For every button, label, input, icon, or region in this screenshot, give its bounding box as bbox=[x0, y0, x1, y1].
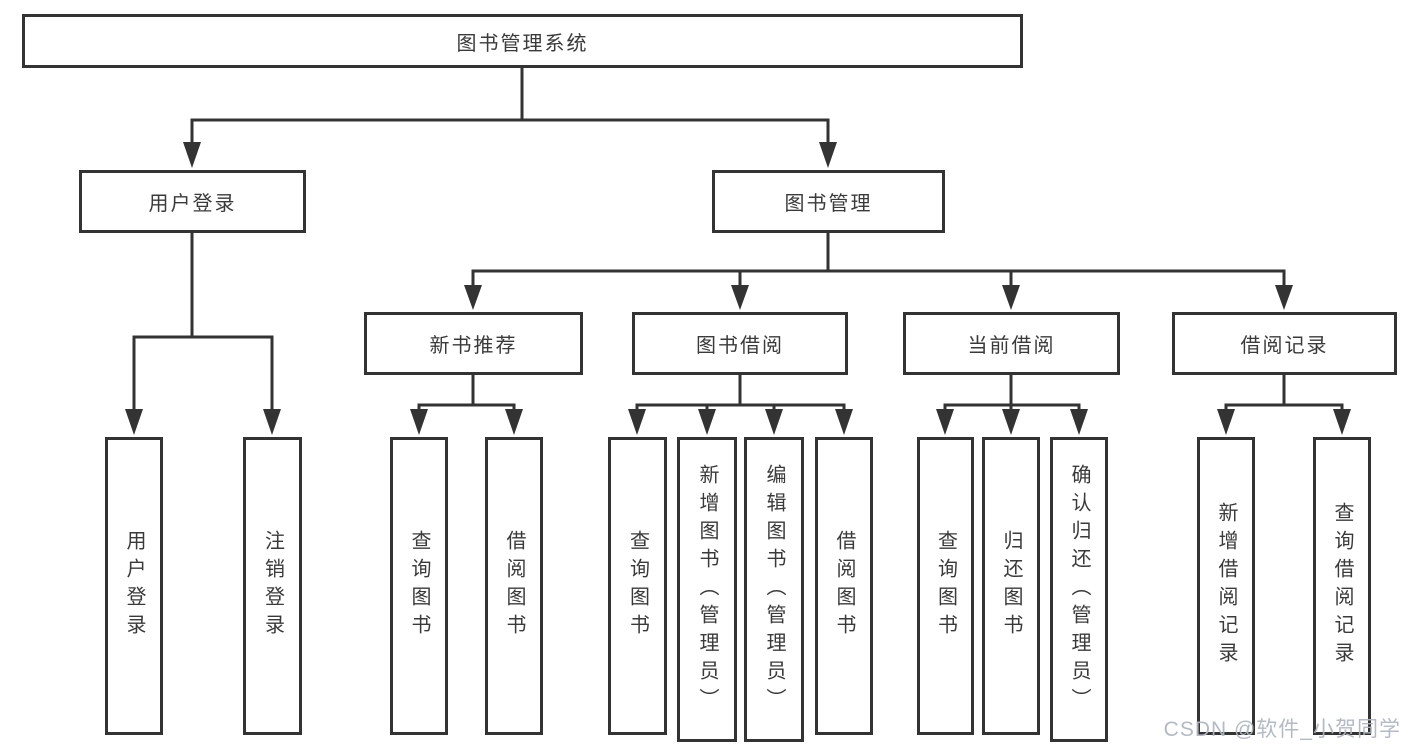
leaf-query-borrow-record-label: 查询借阅记录 bbox=[1331, 502, 1353, 670]
arrowheads bbox=[125, 142, 1351, 435]
leaf-borrow-book-1-label: 借阅图书 bbox=[503, 530, 525, 642]
leaf-user-login: 用户登录 bbox=[105, 437, 163, 735]
node-borrow-record: 借阅记录 bbox=[1172, 312, 1397, 375]
leaf-add-borrow-record-label: 新增借阅记录 bbox=[1215, 502, 1237, 670]
leaf-query-book-3: 查询图书 bbox=[917, 437, 974, 735]
leaf-query-book-2: 查询图书 bbox=[608, 437, 667, 735]
node-root: 图书管理系统 bbox=[22, 14, 1023, 68]
leaf-logout: 注销登录 bbox=[243, 437, 302, 735]
leaf-query-book-2-label: 查询图书 bbox=[626, 530, 649, 642]
leaf-return-book: 归还图书 bbox=[982, 437, 1040, 735]
node-current-borrow: 当前借阅 bbox=[903, 312, 1120, 375]
node-new-book-rec-label: 新书推荐 bbox=[429, 335, 518, 357]
node-book-mgmt: 图书管理 bbox=[712, 170, 945, 233]
node-user-login-label: 用户登录 bbox=[148, 193, 237, 215]
node-book-mgmt-label: 图书管理 bbox=[784, 193, 873, 215]
leaf-user-login-label: 用户登录 bbox=[123, 530, 145, 642]
node-current-borrow-label: 当前借阅 bbox=[967, 335, 1056, 357]
leaf-edit-book: 编辑图书（管理员） bbox=[744, 437, 804, 742]
leaf-return-book-label: 归还图书 bbox=[1000, 530, 1022, 642]
node-user-login: 用户登录 bbox=[79, 170, 306, 233]
leaf-add-book: 新增图书（管理员） bbox=[677, 437, 737, 742]
leaf-confirm-return: 确认归还（管理员） bbox=[1050, 437, 1108, 742]
leaf-borrow-book-2-label: 借阅图书 bbox=[833, 530, 855, 642]
leaf-borrow-book-1: 借阅图书 bbox=[485, 437, 543, 735]
leaf-query-borrow-record: 查询借阅记录 bbox=[1313, 437, 1371, 735]
leaf-query-book-1: 查询图书 bbox=[390, 437, 448, 735]
node-borrow-record-label: 借阅记录 bbox=[1240, 335, 1329, 357]
leaf-confirm-return-label: 确认归还（管理员） bbox=[1068, 463, 1090, 716]
node-new-book-rec: 新书推荐 bbox=[364, 312, 583, 375]
csdn-watermark: CSDN @软件_小贺同学 bbox=[1163, 718, 1401, 741]
leaf-add-book-label: 新增图书（管理员） bbox=[696, 463, 718, 716]
leaf-logout-label: 注销登录 bbox=[261, 530, 284, 642]
leaf-query-book-1-label: 查询图书 bbox=[408, 530, 430, 642]
node-book-borrow-label: 图书借阅 bbox=[696, 335, 784, 357]
leaf-query-book-3-label: 查询图书 bbox=[934, 530, 957, 642]
leaf-add-borrow-record: 新增借阅记录 bbox=[1197, 437, 1255, 735]
node-book-borrow: 图书借阅 bbox=[632, 312, 848, 375]
leaf-edit-book-label: 编辑图书（管理员） bbox=[763, 463, 785, 716]
leaf-borrow-book-2: 借阅图书 bbox=[815, 437, 873, 735]
node-root-label: 图书管理系统 bbox=[456, 32, 589, 55]
